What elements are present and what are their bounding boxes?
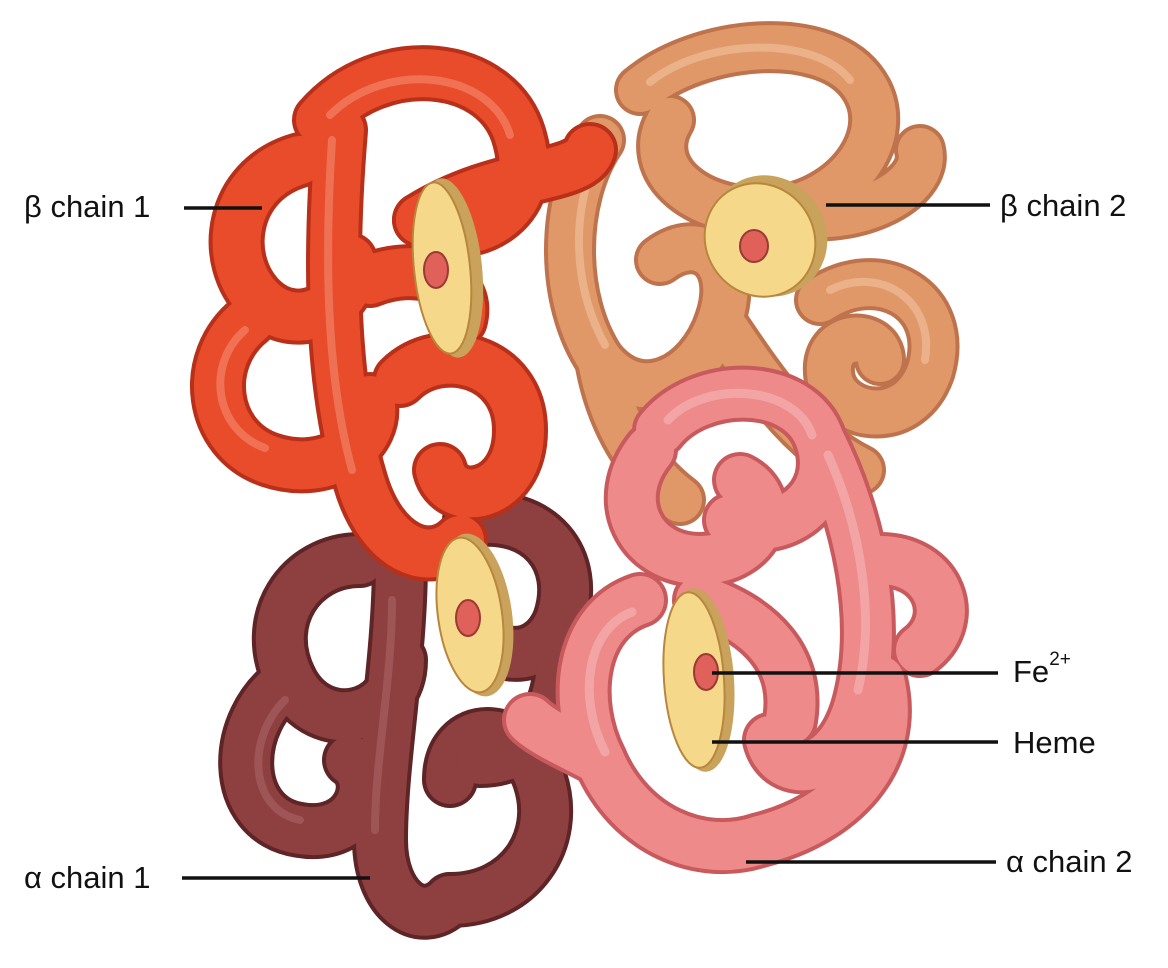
beta-chain-1 bbox=[218, 73, 590, 553]
label-alpha-chain-1: α chain 1 bbox=[24, 862, 151, 893]
label-beta-chain-2: β chain 2 bbox=[1000, 190, 1126, 221]
label-iron: Fe2+ bbox=[1013, 656, 1071, 687]
label-alpha-chain-2: α chain 2 bbox=[1006, 846, 1133, 877]
label-iron-charge: 2+ bbox=[1049, 649, 1071, 670]
label-beta-chain-1: β chain 1 bbox=[24, 191, 150, 222]
label-iron-base: Fe bbox=[1013, 654, 1049, 689]
label-heme: Heme bbox=[1013, 727, 1096, 758]
